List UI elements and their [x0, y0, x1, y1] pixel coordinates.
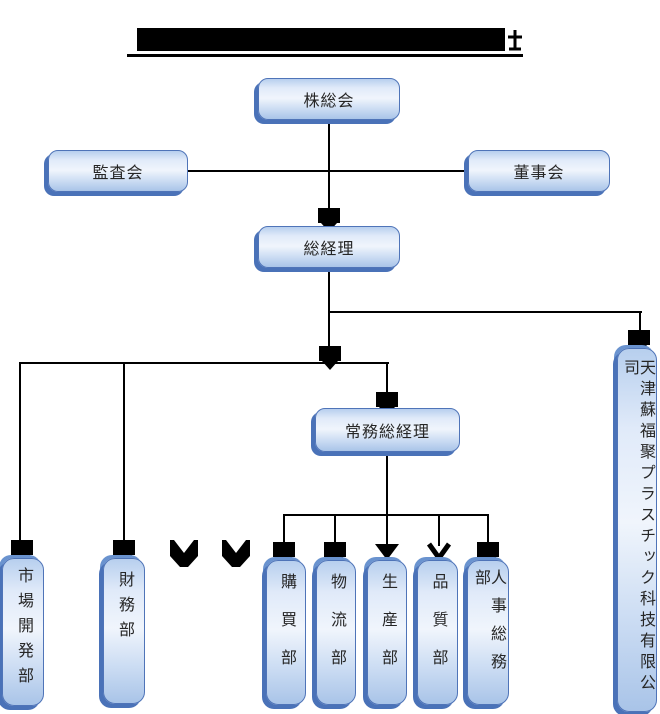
node-purchasing-dept[interactable]: 購買部 [266, 560, 306, 705]
node-label: 品質部 [429, 573, 447, 687]
notched-arrow-glyph-icon [222, 540, 250, 567]
connector-quality-drop [438, 514, 440, 546]
node-label: 天津蘇福聚プラスチック科技有限公司 [621, 359, 654, 695]
node-logistics-dept[interactable]: 物流部 [316, 560, 356, 705]
node-general-manager[interactable]: 総経理 [258, 226, 400, 268]
square-arrowhead-icon [477, 542, 499, 566]
node-label: 監査会 [92, 165, 144, 182]
square-arrowhead-icon [273, 542, 295, 566]
connector-audit-board [188, 170, 468, 172]
node-label: 市場開発部 [15, 567, 32, 692]
title-trailing-glyph-icon [508, 30, 522, 51]
node-label: 人事総務部 [472, 569, 505, 681]
connector-production-drop [386, 514, 388, 546]
connector-subsidiary-drop [639, 311, 641, 348]
connector-shareholders-gm [328, 120, 330, 226]
node-label: 生産部 [379, 573, 396, 687]
connector-mgm-drop [386, 362, 388, 394]
node-hr-general-affairs-dept[interactable]: 人事総務部 [467, 560, 509, 705]
node-label: 購買部 [278, 573, 295, 687]
square-arrowhead-icon [376, 392, 398, 416]
node-subsidiary-company[interactable]: 天津蘇福聚プラスチック科技有限公司 [617, 348, 657, 712]
connector-logistics-drop [334, 514, 336, 544]
node-finance-dept[interactable]: 財務部 [103, 558, 145, 704]
node-label: 常務総経理 [344, 424, 430, 441]
connector-gm-down [328, 268, 330, 364]
connector-mgm-down [386, 452, 388, 516]
node-label: 財務部 [116, 571, 133, 646]
node-production-dept[interactable]: 生産部 [367, 560, 407, 705]
connector-market-drop [19, 362, 21, 542]
connector-gm-depts-h [19, 362, 389, 364]
node-board-of-directors[interactable]: 董事会 [468, 150, 610, 192]
node-label: 総経理 [303, 241, 355, 258]
notched-arrow-glyph-icon [170, 540, 198, 567]
chevron-arrowhead-icon [426, 542, 452, 561]
square-arrowhead-icon [318, 208, 340, 232]
node-label: 株総会 [303, 93, 355, 110]
connector-finance-drop [123, 362, 125, 542]
node-label: 董事会 [513, 165, 565, 182]
triangle-arrowhead-icon [375, 544, 399, 560]
square-arrowhead-icon [319, 346, 341, 370]
redaction-bar-icon [137, 28, 505, 51]
node-market-development-dept[interactable]: 市場開発部 [2, 558, 44, 706]
connector-hr-drop [487, 514, 489, 544]
node-managing-general-manager[interactable]: 常務総経理 [315, 408, 460, 452]
node-quality-dept[interactable]: 品質部 [417, 560, 458, 705]
connector-gm-subsidiary-h [328, 311, 642, 313]
chart-title-redacted [127, 28, 523, 57]
square-arrowhead-icon [11, 540, 33, 564]
node-shareholders[interactable]: 株総会 [258, 78, 400, 120]
connector-purchasing-drop [283, 514, 285, 544]
node-audit-board[interactable]: 監査会 [48, 150, 188, 192]
square-arrowhead-icon [113, 540, 135, 564]
square-arrowhead-icon [628, 330, 650, 354]
square-arrowhead-icon [324, 542, 346, 566]
node-label: 物流部 [328, 573, 345, 687]
